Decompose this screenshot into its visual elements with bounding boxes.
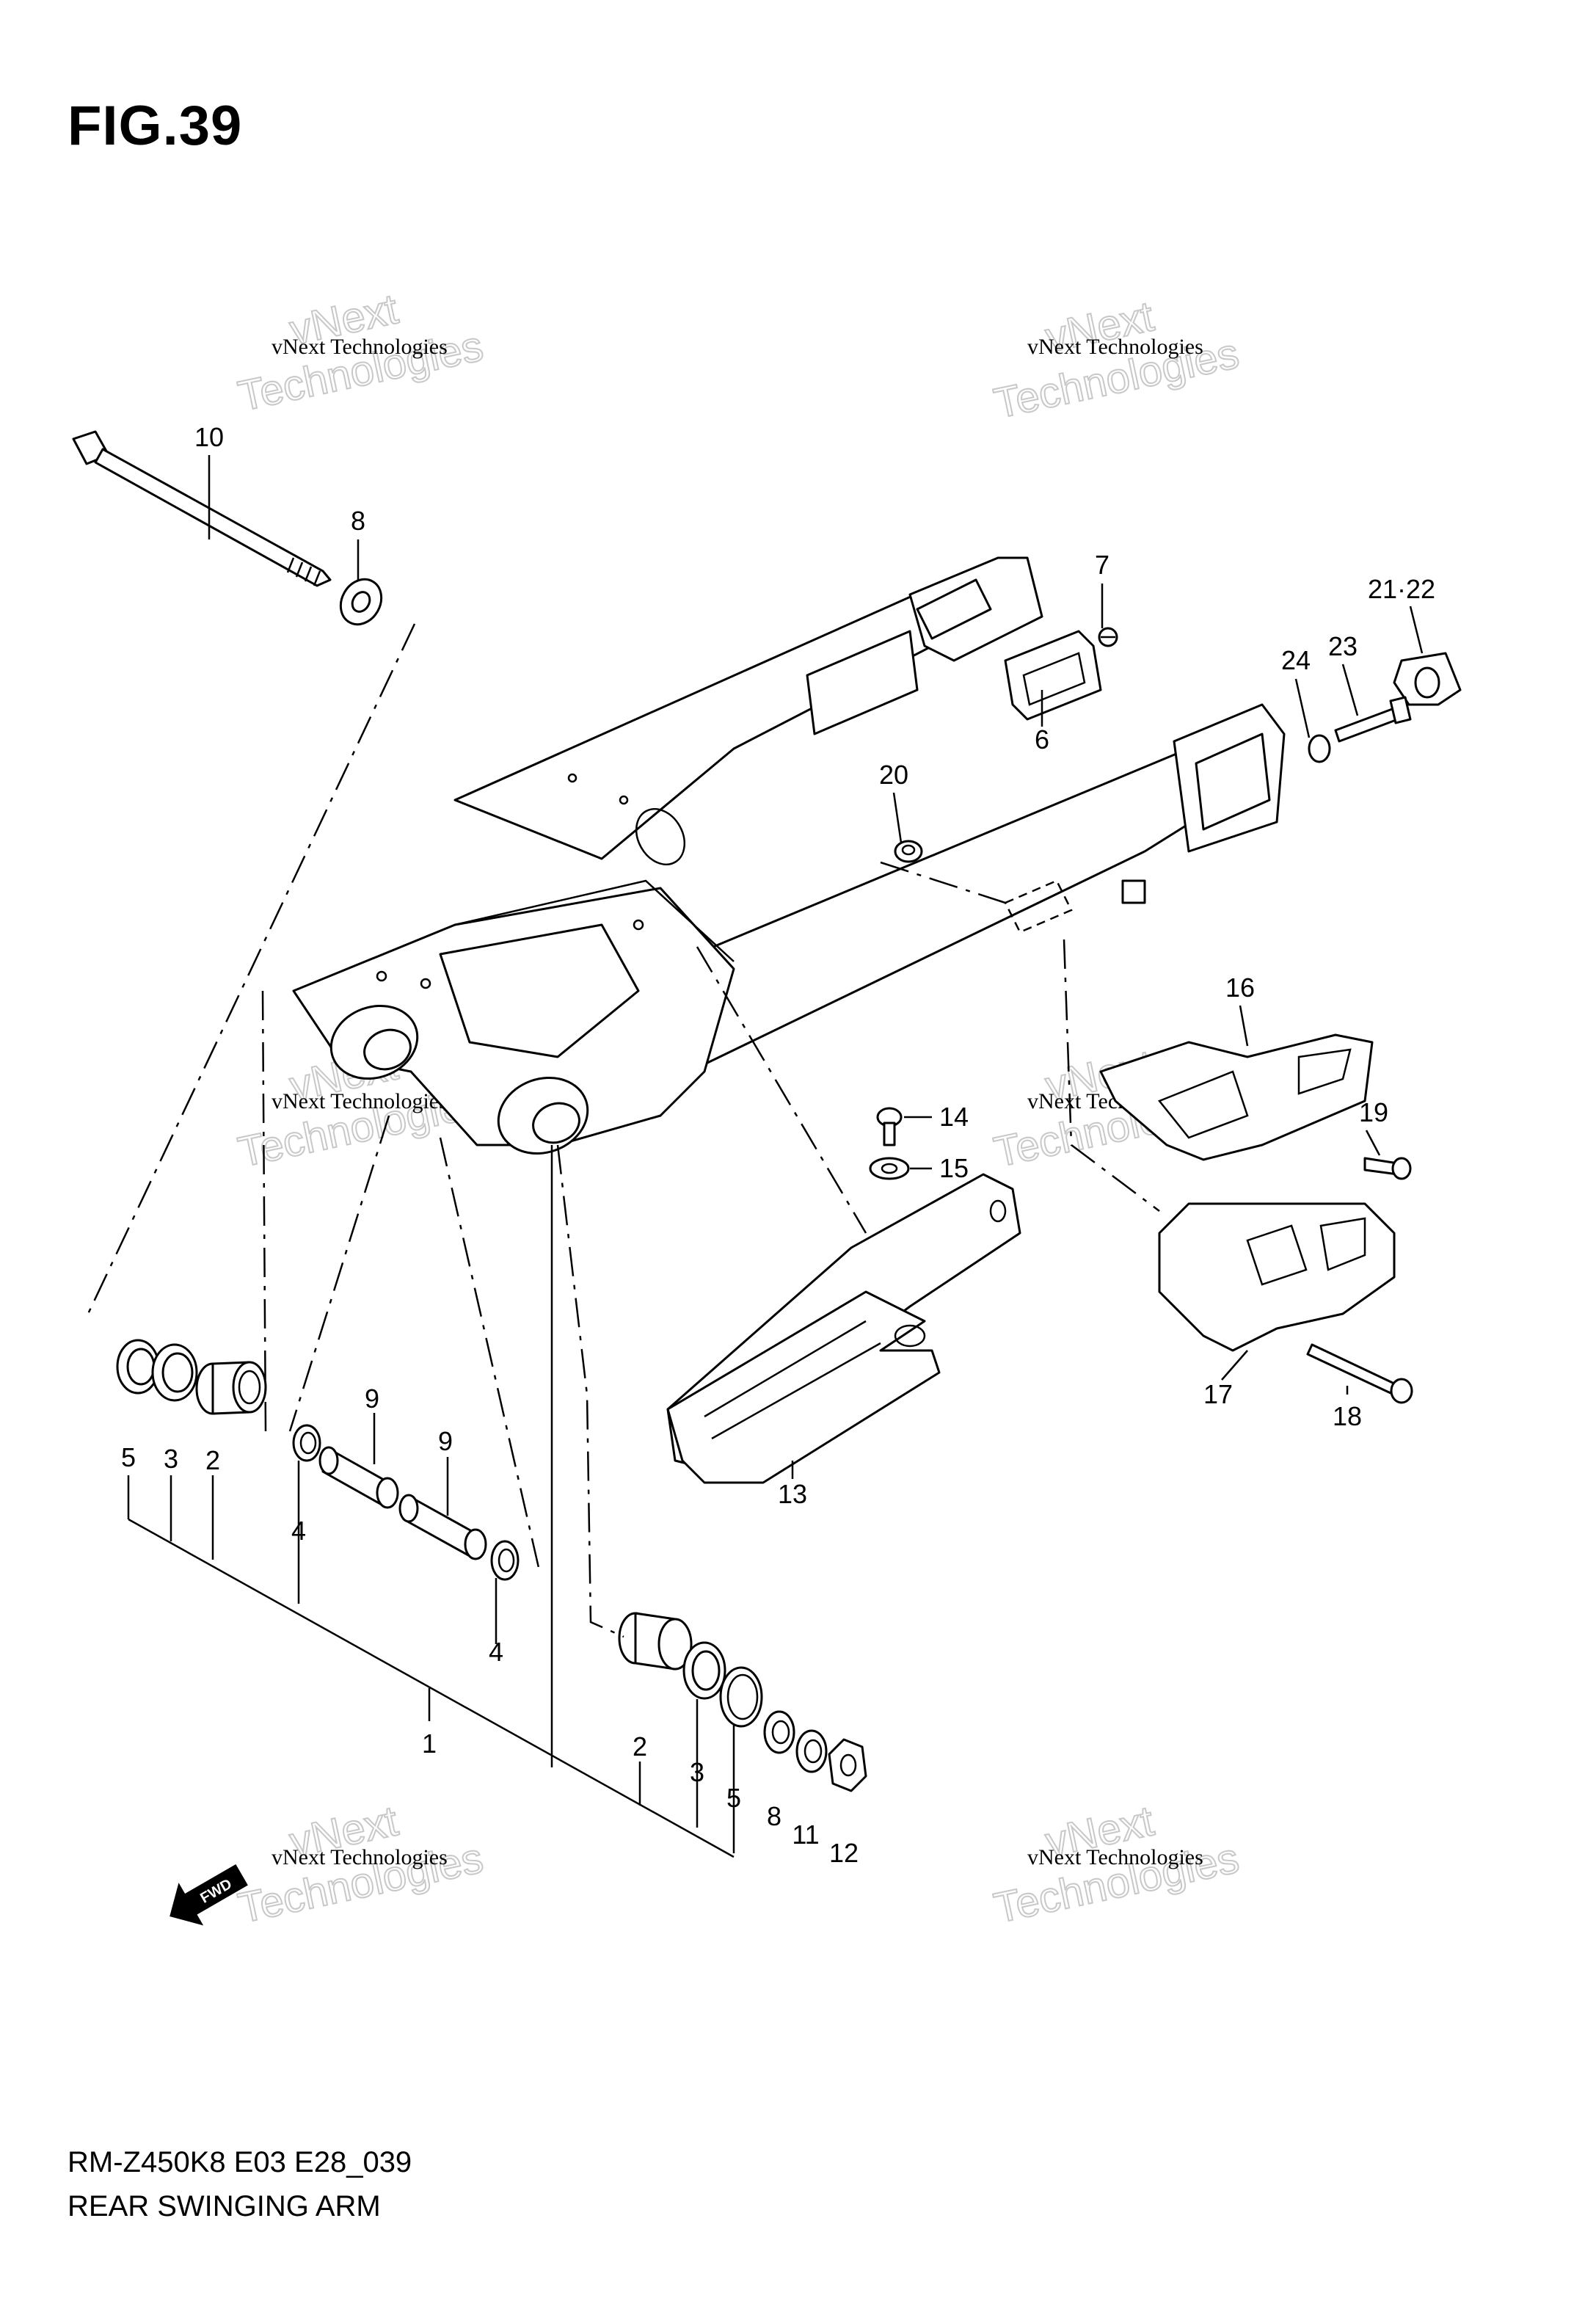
callout-labels: 10 8 7 21·22 23 24 6 20 16 14 15 19 17 1… bbox=[121, 422, 1435, 1868]
spacer-9b bbox=[398, 1494, 487, 1560]
callout-18: 18 bbox=[1333, 1401, 1362, 1431]
grommet-20 bbox=[894, 840, 923, 863]
pivot-nut bbox=[828, 1738, 867, 1792]
spacer-9a bbox=[318, 1446, 399, 1509]
spacer-washer-right bbox=[682, 1641, 726, 1700]
callout-6: 6 bbox=[1035, 724, 1049, 755]
callout-21-22: 21·22 bbox=[1368, 574, 1435, 604]
leader-lines bbox=[127, 455, 1424, 1858]
slider-washer bbox=[869, 1157, 910, 1180]
chain-adjuster-block bbox=[1393, 652, 1462, 706]
callout-5-left: 5 bbox=[121, 1442, 136, 1472]
callout-14: 14 bbox=[939, 1102, 969, 1132]
chain-adjuster-plate bbox=[1004, 630, 1102, 721]
chain-slider bbox=[666, 1173, 1021, 1484]
watermark-top-right: Technologies vNext vNext Technologies bbox=[989, 291, 1244, 428]
callout-11: 11 bbox=[792, 1820, 819, 1850]
svg-text:vNext Technologies: vNext Technologies bbox=[272, 1089, 448, 1113]
svg-text:vNext Technologies: vNext Technologies bbox=[272, 335, 448, 359]
callout-9a: 9 bbox=[365, 1384, 379, 1414]
watermark-top-left: Technologies vNext vNext Technologies bbox=[233, 284, 488, 421]
callout-1: 1 bbox=[422, 1728, 437, 1759]
swing-arm bbox=[292, 556, 1286, 1155]
diagram-code: RM-Z450K8 E03 E28_039 bbox=[68, 2146, 412, 2178]
pivot-bolt bbox=[72, 430, 332, 587]
callout-5-right: 5 bbox=[726, 1783, 741, 1813]
svg-text:vNext Technologies: vNext Technologies bbox=[272, 1845, 448, 1869]
washer-11 bbox=[795, 1729, 828, 1773]
needle-bearing-left bbox=[195, 1361, 267, 1415]
guide-bolt-19 bbox=[1363, 1157, 1412, 1180]
diagram-caption: REAR SWINGING ARM bbox=[68, 2190, 381, 2222]
callout-7: 7 bbox=[1095, 550, 1109, 580]
svg-text:vNext Technologies: vNext Technologies bbox=[1027, 335, 1203, 359]
washer-top bbox=[339, 578, 383, 626]
figure-title: FIG.39 bbox=[68, 95, 243, 157]
callout-24: 24 bbox=[1281, 645, 1311, 675]
chain-guide-lower bbox=[1158, 1202, 1396, 1352]
slider-screw bbox=[876, 1107, 903, 1146]
guide-bolt-18 bbox=[1306, 1343, 1413, 1404]
dust-seal-4-upper bbox=[292, 1424, 321, 1462]
watermark-bottom-left: Technologies vNext vNext Technologies bbox=[233, 1796, 488, 1933]
adjuster-bolt bbox=[1334, 696, 1412, 743]
callout-3-left: 3 bbox=[164, 1444, 178, 1474]
callout-8-top: 8 bbox=[351, 506, 365, 536]
callout-13: 13 bbox=[778, 1479, 807, 1509]
callout-2-left: 2 bbox=[205, 1445, 220, 1475]
washer-bottom bbox=[763, 1710, 795, 1754]
callout-9b: 9 bbox=[438, 1426, 453, 1456]
screw-7 bbox=[1098, 627, 1118, 647]
callout-12: 12 bbox=[829, 1838, 859, 1868]
callout-15: 15 bbox=[939, 1153, 969, 1183]
oil-seal-right bbox=[719, 1666, 763, 1728]
callout-4-lower: 4 bbox=[489, 1637, 503, 1667]
callout-8-bottom: 8 bbox=[767, 1801, 781, 1831]
callout-23: 23 bbox=[1328, 631, 1358, 661]
callout-19: 19 bbox=[1359, 1097, 1388, 1127]
callout-2-right: 2 bbox=[633, 1731, 647, 1762]
callout-17: 17 bbox=[1203, 1379, 1233, 1409]
oil-seal-left bbox=[116, 1339, 160, 1395]
needle-bearing-right bbox=[618, 1612, 693, 1671]
callout-3-right: 3 bbox=[690, 1757, 704, 1787]
adjuster-nut bbox=[1308, 734, 1331, 763]
chain-guide-upper bbox=[1099, 1033, 1374, 1161]
callout-10: 10 bbox=[194, 422, 224, 452]
callout-16: 16 bbox=[1225, 973, 1255, 1003]
dust-seal-4-lower bbox=[490, 1540, 520, 1581]
callout-20: 20 bbox=[879, 760, 908, 790]
callout-4-upper: 4 bbox=[291, 1516, 306, 1546]
spacer-washer-left bbox=[151, 1343, 198, 1402]
alignment-lines bbox=[87, 623, 1160, 1638]
watermark-bottom-right: Technologies vNext vNext Technologies bbox=[989, 1796, 1244, 1933]
svg-text:vNext Technologies: vNext Technologies bbox=[1027, 1845, 1203, 1869]
